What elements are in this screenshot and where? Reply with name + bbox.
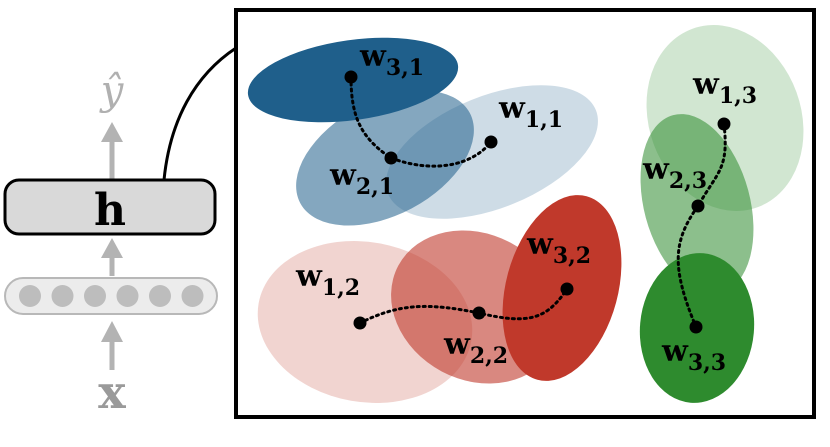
hidden-label: h bbox=[94, 185, 126, 236]
label-w-3-3: w3,3 bbox=[661, 334, 726, 376]
label-w-2-1: w2,1 bbox=[329, 158, 394, 200]
hidden-layer-box bbox=[3, 178, 217, 236]
label-w-1-2: w1,2 bbox=[295, 259, 360, 301]
point-w-3-2 bbox=[560, 282, 574, 296]
point-w-1-2 bbox=[353, 316, 367, 330]
point-w-2-1 bbox=[384, 151, 398, 165]
label-w-1-3: w1,3 bbox=[692, 67, 757, 109]
arrow-x-to-input bbox=[101, 321, 123, 370]
label-w-2-3: w2,3 bbox=[642, 152, 707, 194]
arrow-hidden-to-output bbox=[101, 122, 123, 180]
label-w-2-2: w2,2 bbox=[443, 327, 508, 369]
word-labels: w1,1 w2,1 w3,1 w1,2 w2,2 w3,2 w1,3 w2,3 w3,3 bbox=[295, 39, 757, 376]
input-unit-dot bbox=[51, 285, 74, 307]
input-units bbox=[19, 285, 204, 307]
input-x: x bbox=[98, 365, 126, 419]
input-unit-dot bbox=[19, 285, 41, 307]
arrow-input-to-hidden bbox=[101, 238, 123, 276]
point-w-3-3 bbox=[689, 320, 703, 334]
point-w-1-3 bbox=[717, 117, 731, 131]
input-unit-dot bbox=[84, 285, 106, 307]
label-w-3-1: w3,1 bbox=[359, 39, 424, 81]
point-w-2-2 bbox=[472, 306, 486, 320]
label-w-3-2: w3,2 bbox=[526, 227, 591, 269]
output-yhat: ŷ bbox=[99, 68, 125, 114]
zoom-connector-line bbox=[162, 46, 237, 181]
input-unit-dot bbox=[181, 285, 204, 307]
point-w-2-3 bbox=[691, 199, 705, 213]
input-unit-dot bbox=[149, 285, 171, 307]
label-w-1-1: w1,1 bbox=[498, 91, 563, 133]
word-points bbox=[344, 70, 731, 334]
input-unit-dot bbox=[116, 285, 139, 307]
point-w-3-1 bbox=[344, 70, 358, 84]
point-w-1-1 bbox=[484, 135, 498, 149]
